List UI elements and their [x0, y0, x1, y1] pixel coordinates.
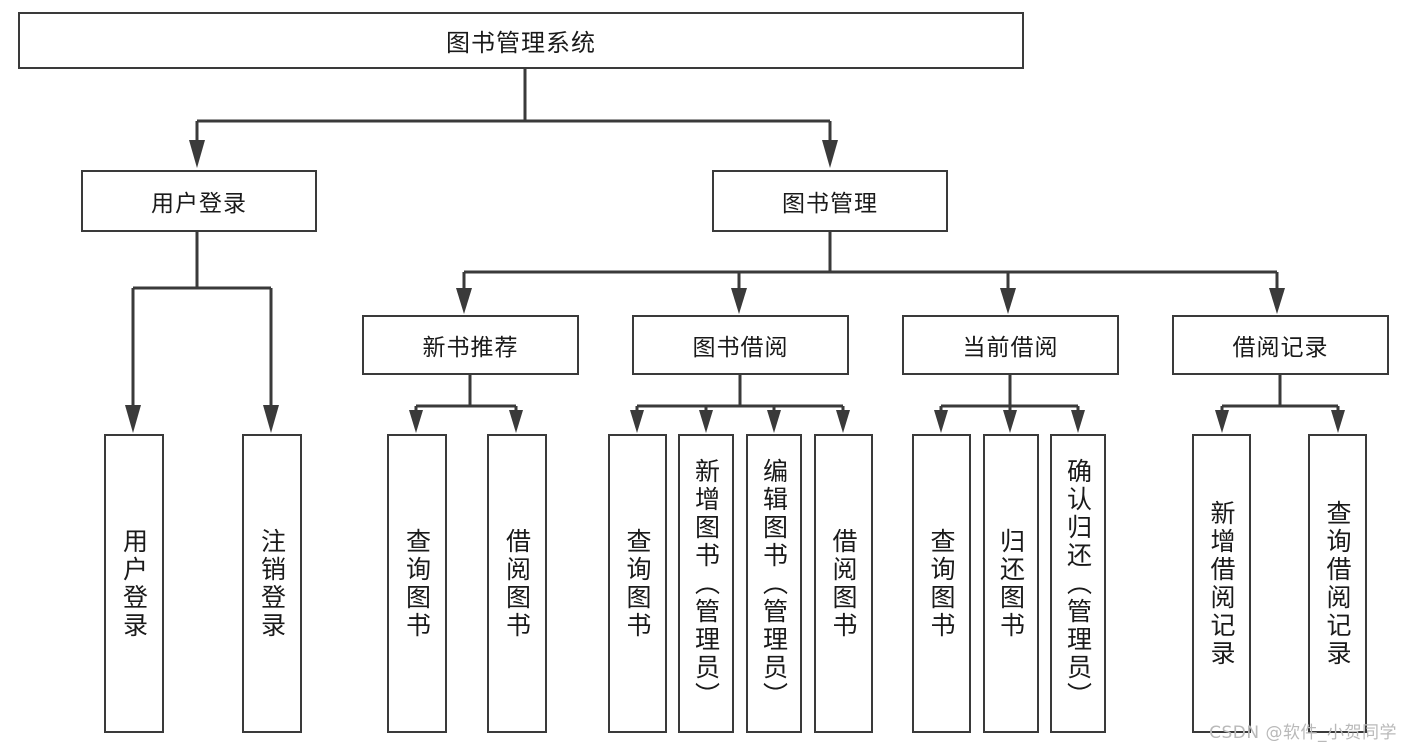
node-leaf-query-book-3[interactable]: 查询图书: [912, 434, 971, 733]
node-leaf-confirm-return[interactable]: 确认归还（管理员）: [1050, 434, 1106, 733]
node-current-borrow[interactable]: 当前借阅: [902, 315, 1119, 375]
node-leaf-query-book-2-label: 查询图书: [623, 527, 652, 640]
node-new-book-recommend-label: 新书推荐: [422, 335, 519, 361]
node-borrow-record-label: 借阅记录: [1232, 335, 1329, 361]
arrow-to-user-login: [189, 140, 205, 168]
node-leaf-add-book-label: 新增图书（管理员）: [691, 457, 721, 710]
arrow-to-new-book-recommend: [456, 288, 472, 314]
node-leaf-query-book-1[interactable]: 查询图书: [387, 434, 447, 733]
arrow-to-book-borrow: [731, 288, 747, 314]
node-leaf-edit-book-label: 编辑图书（管理员）: [759, 457, 789, 710]
arrow-to-leaf-return-book: [1003, 410, 1017, 433]
node-root[interactable]: 图书管理系统: [18, 12, 1024, 69]
node-leaf-confirm-return-label: 确认归还（管理员）: [1063, 457, 1093, 710]
arrow-to-leaf-borrow-book-2: [836, 410, 850, 433]
node-borrow-record[interactable]: 借阅记录: [1172, 315, 1389, 375]
node-book-management-label: 图书管理: [782, 191, 878, 217]
node-leaf-logout-label: 注销登录: [257, 527, 287, 640]
node-leaf-add-record[interactable]: 新增借阅记录: [1192, 434, 1251, 733]
node-leaf-query-book-3-label: 查询图书: [927, 527, 956, 640]
node-leaf-borrow-book-2[interactable]: 借阅图书: [814, 434, 873, 733]
arrow-to-leaf-query-record: [1331, 410, 1345, 433]
arrow-to-leaf-user-login: [125, 405, 141, 433]
node-leaf-return-book[interactable]: 归还图书: [983, 434, 1039, 733]
node-leaf-query-record-label: 查询借阅记录: [1323, 499, 1352, 668]
arrow-to-leaf-query-book-3: [934, 410, 948, 433]
node-leaf-add-book[interactable]: 新增图书（管理员）: [678, 434, 734, 733]
node-leaf-add-record-label: 新增借阅记录: [1207, 499, 1236, 668]
node-leaf-user-login[interactable]: 用户登录: [104, 434, 164, 733]
node-leaf-edit-book[interactable]: 编辑图书（管理员）: [746, 434, 802, 733]
node-user-login-label: 用户登录: [151, 191, 247, 217]
node-leaf-query-book-1-label: 查询图书: [402, 527, 432, 640]
arrow-to-leaf-query-book-1: [409, 410, 423, 433]
arrow-to-current-borrow: [1000, 288, 1016, 314]
arrow-to-borrow-record: [1269, 288, 1285, 314]
node-leaf-query-record[interactable]: 查询借阅记录: [1308, 434, 1367, 733]
arrow-to-book-management: [822, 140, 838, 168]
node-leaf-borrow-book-2-label: 借阅图书: [829, 527, 858, 640]
node-user-login[interactable]: 用户登录: [81, 170, 317, 232]
node-book-management[interactable]: 图书管理: [712, 170, 948, 232]
node-book-borrow[interactable]: 图书借阅: [632, 315, 849, 375]
node-book-borrow-label: 图书借阅: [692, 335, 789, 361]
arrow-to-leaf-logout: [263, 405, 279, 433]
node-leaf-query-book-2[interactable]: 查询图书: [608, 434, 667, 733]
node-leaf-user-login-label: 用户登录: [119, 527, 149, 640]
node-root-label: 图书管理系统: [446, 29, 596, 57]
node-current-borrow-label: 当前借阅: [962, 335, 1059, 361]
arrow-to-leaf-query-book-2: [630, 410, 644, 433]
node-leaf-return-book-label: 归还图书: [996, 527, 1026, 640]
watermark-text: CSDN @软件_小贺同学: [1209, 723, 1397, 743]
node-new-book-recommend[interactable]: 新书推荐: [362, 315, 579, 375]
arrow-to-leaf-borrow-book-1: [509, 410, 523, 433]
node-leaf-logout[interactable]: 注销登录: [242, 434, 302, 733]
node-leaf-borrow-book-1-label: 借阅图书: [502, 527, 532, 640]
arrow-to-leaf-edit-book: [767, 410, 781, 433]
arrow-to-leaf-add-record: [1215, 410, 1229, 433]
arrow-to-leaf-add-book: [699, 410, 713, 433]
arrow-to-leaf-confirm-return: [1071, 410, 1085, 433]
node-leaf-borrow-book-1[interactable]: 借阅图书: [487, 434, 547, 733]
